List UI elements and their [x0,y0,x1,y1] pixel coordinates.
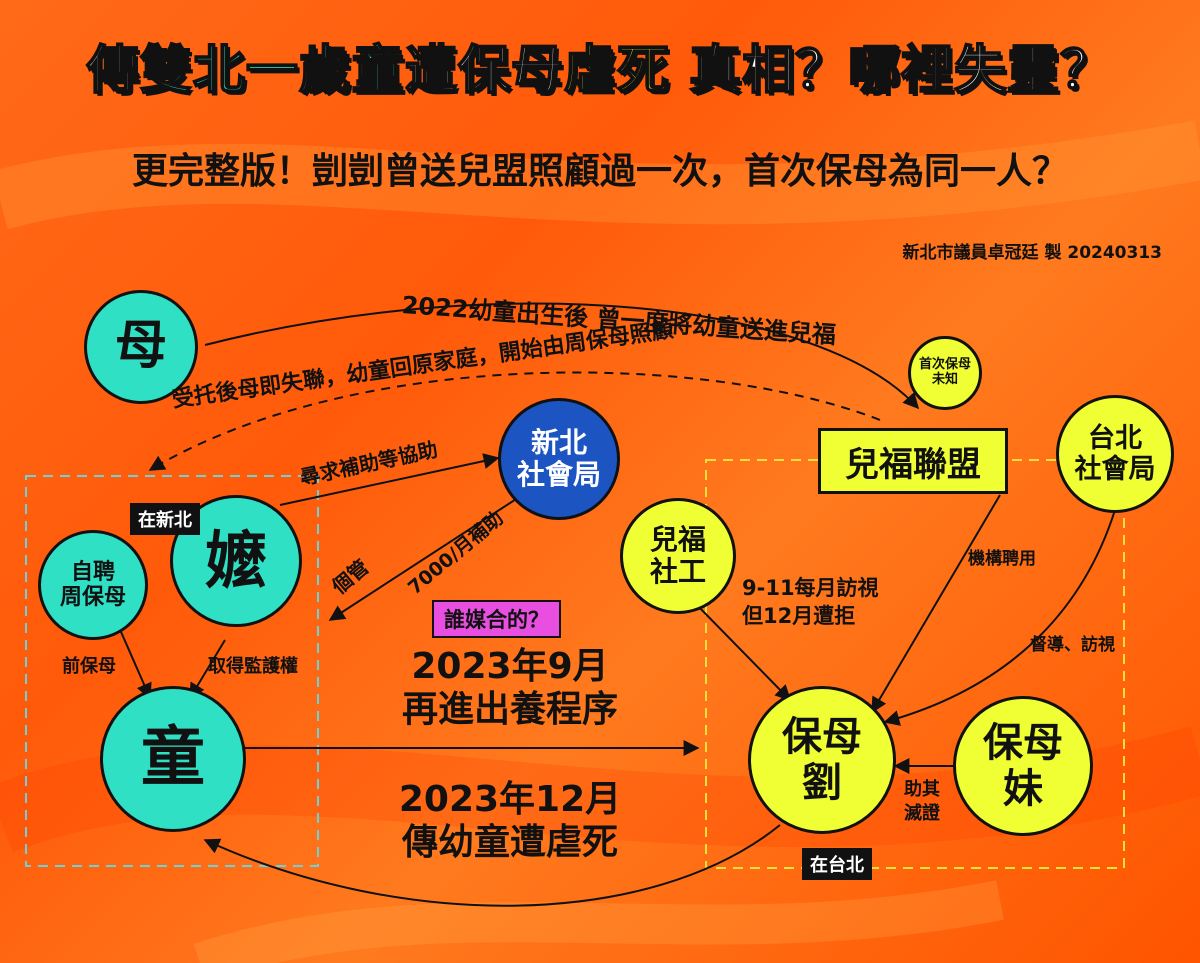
node-taipei-social: 台北社會局 [1056,395,1174,513]
edge-nanny-child [117,624,152,700]
page-title: 傳雙北一歲童遭保母虐死 真相？哪裡失靈？ [86,40,1114,102]
xinbei-region [25,475,319,867]
node-alliance: 兒福聯盟 [818,428,1008,494]
node-social-worker: 兒福社工 [620,498,736,614]
label-visit: 9-11每月訪視但12月遭拒 [742,576,879,629]
page-subtitle: 更完整版！剴剴曾送兒盟照顧過一次，首次保母為同一人？ [131,151,1068,192]
event-death: 2023年12月傳幼童遭虐死 [398,779,622,864]
node-xinbei-social: 新北社會局 [498,398,620,520]
edge-worker-liu [691,599,792,702]
edge-grandma-child [189,639,226,700]
author-credit: 新北市議員卓冠廷 製 20240313 [902,243,1162,263]
edge-mother-alliance [204,302,920,410]
node-child: 童 [100,686,246,832]
node-nanny-sister: 保母妹 [953,696,1093,836]
tag-xinbei: 在新北 [130,503,200,535]
tag-taipei: 在台北 [802,848,872,880]
edge-taipei-liu [883,509,1116,726]
label-help: 助其滅證 [904,779,940,825]
question-badge: 誰媒合的？ [432,600,561,638]
edge-liu-child [203,824,781,907]
edge-grandma-social [279,453,500,506]
event-adoption: 2023年9月再進出養程序 [401,646,618,731]
node-self-nanny: 自聘周保母 [38,530,148,640]
edge-social-manage [328,489,531,621]
label-supervise: 督導、訪視 [1030,635,1115,655]
label-custody: 取得監護權 [208,656,298,677]
node-nanny-liu: 保母劉 [748,686,896,834]
label-former-nanny: 前保母 [62,656,116,677]
edge-alliance-liu [871,494,1001,714]
node-first-nanny: 首次保母未知 [908,336,982,410]
node-mother: 母 [84,290,198,404]
edge-alliance-back [148,371,881,471]
label-hire: 機構聘用 [968,549,1036,569]
